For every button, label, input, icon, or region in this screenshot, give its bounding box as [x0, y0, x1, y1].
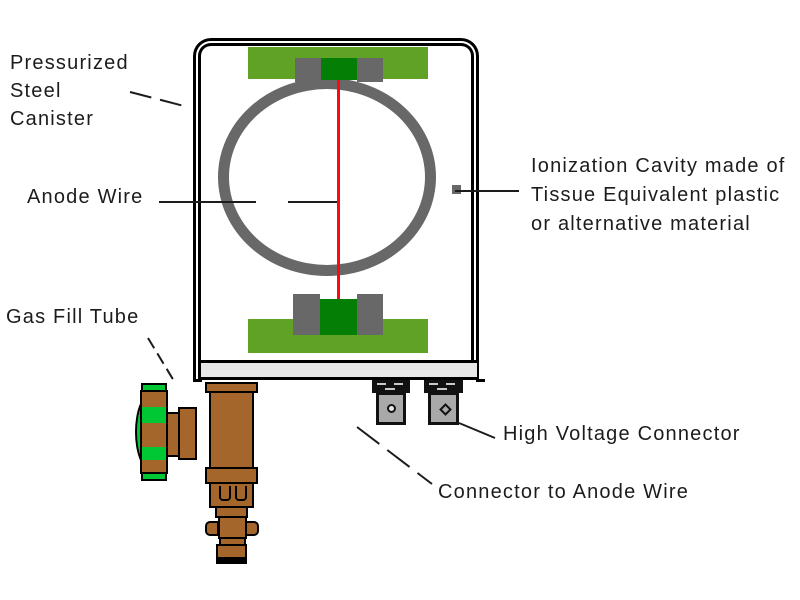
- handwheel-stripe: [142, 407, 166, 423]
- handwheel-stripe: [142, 447, 166, 460]
- valve-handwheel-bottom-cap: [141, 472, 167, 481]
- cap-ridge: [446, 383, 455, 385]
- gas-fill-leader-line: [147, 337, 175, 382]
- hv-connector-body: [428, 392, 459, 425]
- fitting-notch: [235, 486, 247, 501]
- top-electrode-block: [321, 58, 357, 80]
- cavity-label-line3: or alternative material: [531, 213, 751, 235]
- fitting-notch: [219, 486, 231, 501]
- canister-base-plate: [201, 360, 477, 380]
- canister-label-line2: Steel: [10, 80, 62, 102]
- gas-fill-label: Gas Fill Tube: [6, 306, 140, 328]
- canister-label-line3: Canister: [10, 108, 95, 130]
- cavity-label: Ionization Cavity made of Tissue Equival…: [531, 152, 786, 239]
- valve-flange: [178, 407, 197, 460]
- anode-connector-body: [376, 392, 406, 425]
- anode-connector-cap: [372, 380, 410, 393]
- top-right-mount-tab: [357, 58, 383, 82]
- canister-outer-wall: [193, 38, 479, 379]
- cap-ridge: [385, 388, 395, 390]
- bottom-electrode-block: [320, 299, 357, 335]
- bottom-right-mount-tab: [357, 294, 383, 335]
- hv-connector-label: High Voltage Connector: [503, 423, 741, 445]
- cavity-wall-boss: [452, 185, 461, 194]
- valve-lower-fitting: [209, 482, 254, 508]
- ionization-cavity-ring: [218, 78, 436, 276]
- hv-leader-line: [458, 422, 496, 439]
- cap-ridge: [437, 388, 447, 390]
- top-left-mount-tab: [295, 58, 321, 82]
- right-wall-cap: [476, 379, 485, 382]
- canister-inner-wall: [198, 43, 474, 379]
- fill-nipple: [216, 544, 247, 564]
- anode-pin: [387, 404, 396, 413]
- anode-wire-label: Anode Wire: [27, 186, 144, 208]
- hv-connector-cap: [424, 380, 463, 393]
- cavity-label-line2: Tissue Equivalent plastic: [531, 184, 781, 206]
- left-wall-cap: [193, 379, 202, 382]
- cap-ridge: [394, 383, 403, 385]
- anode-connector-label: Connector to Anode Wire: [438, 481, 690, 503]
- canister-label: Pressurized Steel Canister: [10, 49, 129, 133]
- anode-wire-line: [337, 79, 340, 299]
- valve-handwheel-body: [140, 390, 168, 474]
- bottom-left-mount-tab: [293, 294, 320, 335]
- cap-ridge: [377, 383, 386, 385]
- cavity-label-line1: Ionization Cavity made of: [531, 155, 786, 177]
- cap-ridge: [429, 383, 438, 385]
- anode-connector-leader-line: [356, 426, 433, 485]
- valve-handwheel-top-cap: [141, 383, 167, 392]
- canister-label-line1: Pressurized: [10, 52, 129, 74]
- canister-leader-line: [129, 91, 185, 107]
